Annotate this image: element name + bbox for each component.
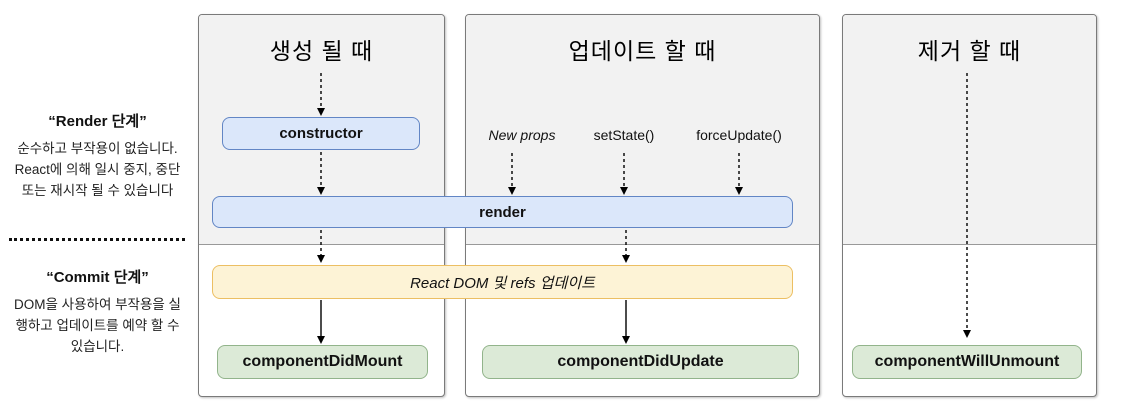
component-did-mount-node[interactable]: componentDidMount [217,345,428,379]
component-did-update-node[interactable]: componentDidUpdate [482,345,799,379]
render-phase-title: “Render 단계” [48,113,147,130]
trigger-new-props: New props [488,127,556,143]
component-will-unmount-node[interactable]: componentWillUnmount [852,345,1082,379]
phase-divider [9,238,185,241]
trigger-force-update: forceUpdate() [696,127,782,143]
render-phase-description: 순수하고 부작용이 없습니다. React에 의해 일시 중지, 중단 또는 재… [14,141,181,198]
column-mounting-title: 생성 될 때 [269,38,374,64]
render-node[interactable]: render [212,196,793,228]
trigger-set-state: setState() [593,127,655,143]
commit-phase-description: DOM을 사용하여 부작용을 실행하고 업데이트를 예약 할 수 있습니다. [14,297,181,354]
column-unmounting-title: 제거 할 때 [917,38,1022,64]
phase-sidebar: “Render 단계” 순수하고 부작용이 없습니다. React에 의해 일시… [5,0,190,417]
commit-phase-title: “Commit 단계” [46,269,149,286]
react-dom-refs-update-node: React DOM 및 refs 업데이트 [212,265,793,299]
render-phase-region [843,15,1096,245]
column-updating-title: 업데이트 할 때 [568,38,717,64]
column-unmounting: 제거 할 때 [842,14,1097,397]
constructor-node[interactable]: constructor [222,117,420,150]
